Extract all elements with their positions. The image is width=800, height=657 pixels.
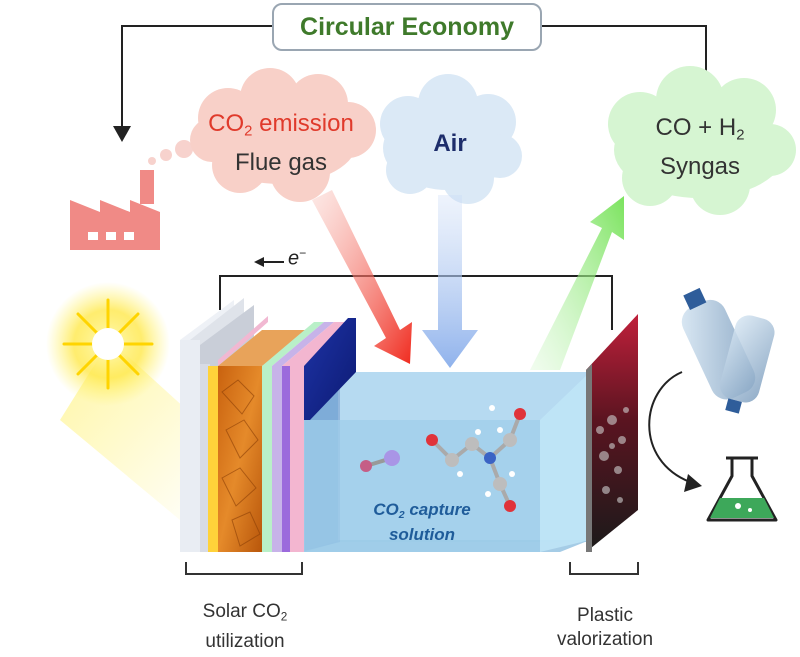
bracket-plastic <box>569 562 639 575</box>
electron-arrow-line <box>254 257 284 267</box>
anode-electrode <box>586 314 638 552</box>
molecule-amine <box>426 405 526 512</box>
circular-economy-title: Circular Economy <box>300 12 514 41</box>
capture-solution-label: CO2 capture solution <box>373 500 471 545</box>
co2-emission-label: CO2 emission <box>208 110 354 140</box>
circular-economy-title-box: Circular Economy <box>272 3 542 51</box>
emission-cloud <box>190 68 376 202</box>
co2-inflow-arrow <box>312 190 412 364</box>
plastic-valorization-label: Plastic valorization <box>556 605 654 650</box>
smoke-puffs <box>148 140 193 165</box>
syngas-cloud-label: CO + H2 Syngas <box>620 112 780 183</box>
solar-co2-utilization-label: Solar CO2 utilization <box>202 601 288 652</box>
flue-gas-label: Flue gas <box>234 149 328 177</box>
syngas-label: Syngas <box>659 153 741 181</box>
molecule-hydroxide <box>360 450 400 472</box>
syngas-outflow-arrow <box>530 196 624 370</box>
air-inflow-arrow <box>422 195 478 368</box>
electron-label: e− <box>288 246 307 270</box>
air-cloud <box>380 74 522 204</box>
bracket-solar <box>185 562 303 575</box>
circular-loop-arrow <box>113 25 707 142</box>
air-label: Air <box>433 130 467 157</box>
flask-icon <box>706 456 778 522</box>
emission-cloud-label: CO2 emission Flue gas <box>196 108 366 179</box>
photoelectrode-stack <box>180 298 356 552</box>
capture-solution-tank <box>300 372 590 552</box>
co-h2-label: CO + H2 <box>655 114 745 144</box>
plastic-bottles-icon <box>681 287 775 414</box>
syngas-cloud <box>608 66 796 215</box>
product-arrow <box>648 371 702 492</box>
external-circuit-wire <box>219 275 613 330</box>
factory-icon <box>70 170 160 250</box>
